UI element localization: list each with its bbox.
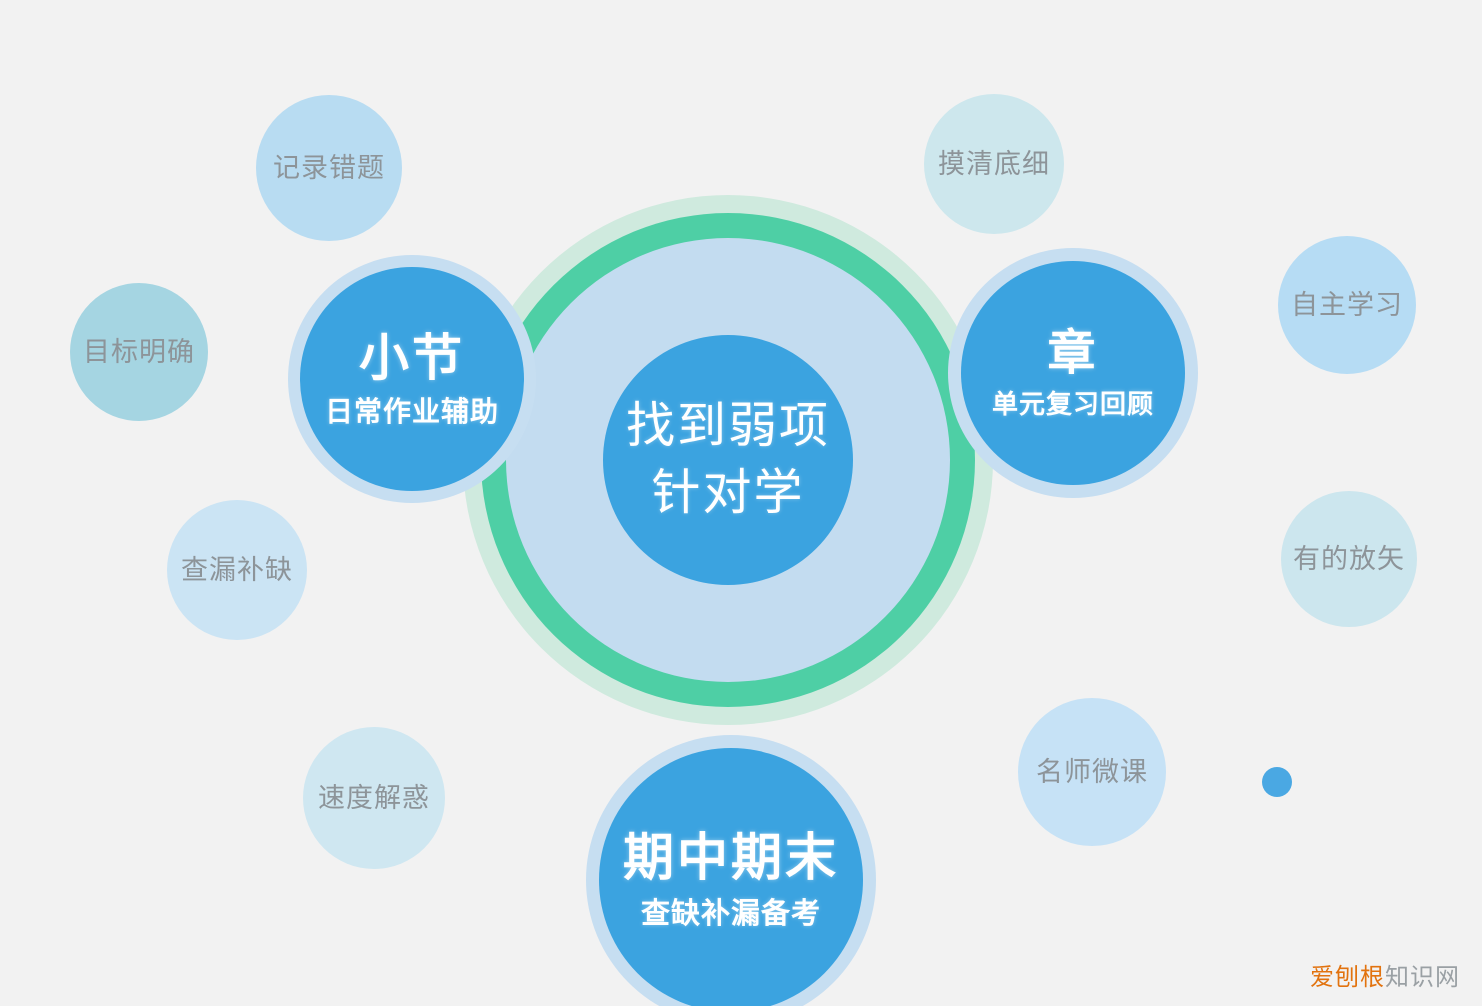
bubble-mubiaomingque[interactable]: 目标明确 bbox=[70, 283, 208, 421]
watermark: 爱刨根知识网 bbox=[1310, 957, 1460, 992]
bubble-youdefangshi-label: 有的放矢 bbox=[1293, 543, 1405, 574]
hub-core-line-2: 针对学 bbox=[651, 466, 805, 520]
bubble-mingshiweike-label: 名师微课 bbox=[1036, 756, 1148, 787]
bubble-chalaobuque-label: 查漏补缺 bbox=[181, 554, 293, 585]
watermark-suffix: 知识网 bbox=[1385, 964, 1460, 991]
node-right-title: 章 bbox=[1047, 326, 1099, 380]
hub-core-circle[interactable]: 找到弱项 针对学 bbox=[603, 335, 853, 585]
bubble-chalaobuque[interactable]: 查漏补缺 bbox=[167, 500, 307, 640]
node-bottom-title: 期中期末 bbox=[622, 829, 839, 887]
hub-core-line-1: 找到弱项 bbox=[625, 399, 830, 454]
node-right-subtitle: 单元复习回顾 bbox=[991, 389, 1154, 420]
bubble-mubiaomingque-label: 目标明确 bbox=[83, 336, 195, 367]
bubble-zizhuxuexi[interactable]: 自主学习 bbox=[1278, 236, 1416, 374]
node-left-xiaojie[interactable]: 小节 日常作业辅助 bbox=[300, 267, 524, 491]
node-left-subtitle: 日常作业辅助 bbox=[324, 396, 499, 428]
node-left-title: 小节 bbox=[359, 330, 465, 387]
node-bottom-subtitle: 查缺补漏备考 bbox=[640, 898, 821, 931]
accent-dot-icon bbox=[1262, 767, 1292, 797]
bubble-sudujiehuo-label: 速度解惑 bbox=[318, 782, 430, 813]
node-right-zhang[interactable]: 章 单元复习回顾 bbox=[961, 261, 1185, 485]
bubble-sudujiehuo[interactable]: 速度解惑 bbox=[303, 727, 445, 869]
bubble-youdefangshi[interactable]: 有的放矢 bbox=[1281, 491, 1417, 627]
bubble-zizhuxuexi-label: 自主学习 bbox=[1291, 289, 1403, 320]
watermark-brand: 爱刨根 bbox=[1310, 964, 1385, 991]
bubble-jilucuoti[interactable]: 记录错题 bbox=[256, 95, 402, 241]
bubble-moqingdixi-label: 摸清底细 bbox=[938, 148, 1050, 179]
bubble-jilucuoti-label: 记录错题 bbox=[273, 152, 385, 183]
bubble-moqingdixi[interactable]: 摸清底细 bbox=[924, 94, 1064, 234]
node-bottom-qizhongqimo[interactable]: 期中期末 查缺补漏备考 bbox=[599, 748, 863, 1006]
bubble-mingshiweike[interactable]: 名师微课 bbox=[1018, 698, 1166, 846]
